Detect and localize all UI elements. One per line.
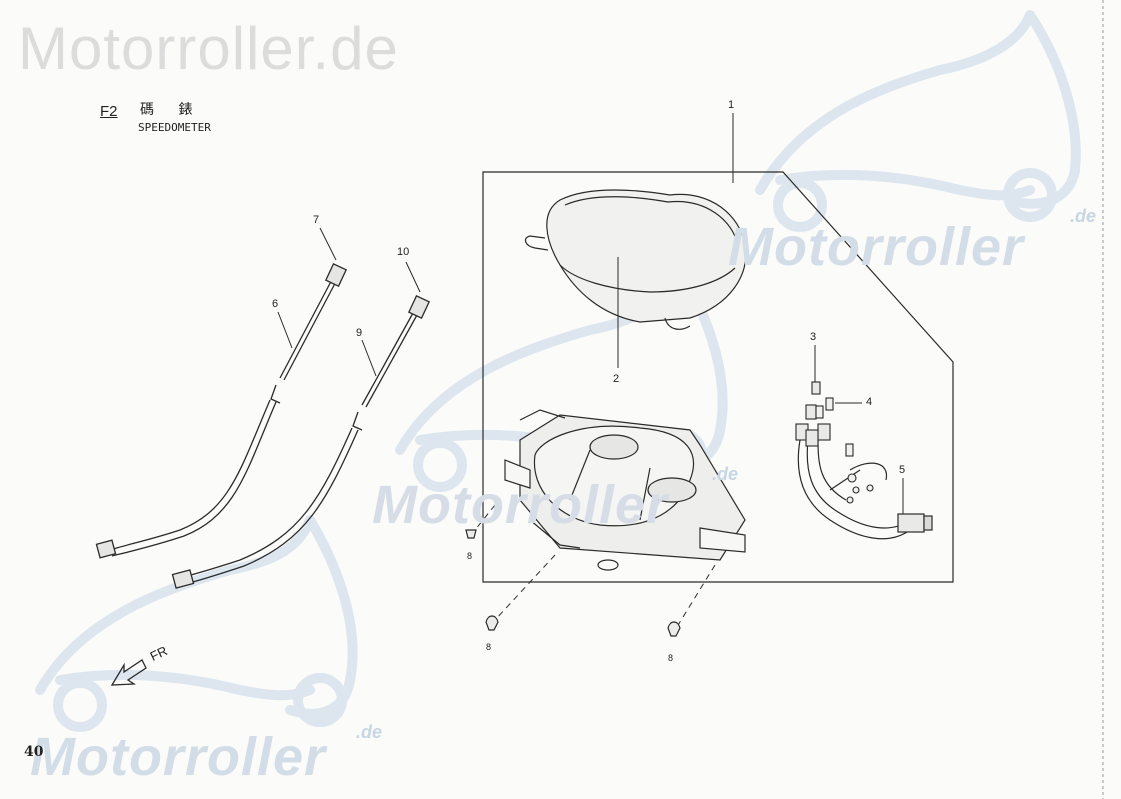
- watermark-text: Motorroller: [728, 217, 1025, 277]
- callout-1: 1: [728, 99, 735, 111]
- scooter-watermark-icon: [35, 515, 358, 732]
- scooter-watermark-icon: [755, 10, 1081, 232]
- page-number: 40: [24, 744, 44, 760]
- cable-leaders: [277, 227, 421, 377]
- callout-2: 2: [613, 373, 620, 385]
- speedometer-cable-6: [95, 263, 348, 559]
- callout-10: 10: [397, 246, 410, 258]
- watermark-text: Motorroller: [30, 727, 327, 787]
- watermark-suffix: .de: [1070, 206, 1097, 226]
- watermark-text: Motorroller: [372, 475, 669, 535]
- callout-5: 5: [899, 464, 906, 476]
- callout-8: 8: [668, 653, 674, 663]
- speedometer-cable-9: [171, 295, 431, 589]
- watermark-suffix: .de: [712, 464, 739, 484]
- watermark-suffix: .de: [356, 722, 383, 742]
- callout-8: 8: [486, 642, 492, 652]
- wire-harness-5: [797, 439, 933, 540]
- speedometer-housing: [504, 409, 746, 571]
- screw-guides: [474, 504, 716, 631]
- callout-4: 4: [866, 396, 873, 408]
- bulb-socket-3: [795, 381, 831, 447]
- bulb-4: [815, 397, 874, 504]
- callout-3: 3: [810, 331, 817, 343]
- callout-6: 6: [272, 298, 279, 310]
- callout-8: 8: [467, 551, 473, 561]
- callout-9: 9: [356, 327, 363, 339]
- section-code: F2: [100, 103, 118, 120]
- harness-leaders: [814, 345, 904, 514]
- speedometer-cover: [524, 189, 747, 330]
- screw-8: [465, 529, 681, 637]
- brand-header-watermark: Motorroller.de: [18, 15, 399, 82]
- front-direction-arrow-icon: [110, 659, 147, 686]
- callout-7: 7: [313, 214, 320, 226]
- section-title: SPEEDOMETER: [138, 121, 211, 134]
- section-title-cjk: 碼 錶: [140, 102, 203, 118]
